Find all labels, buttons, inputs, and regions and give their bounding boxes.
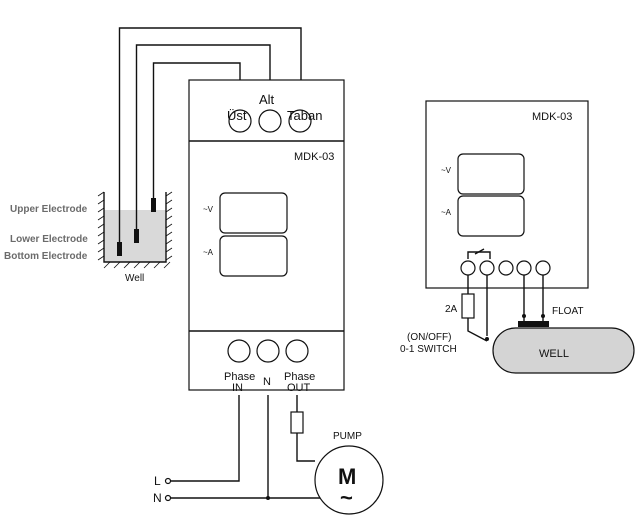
ust-label: Üst [227, 108, 247, 123]
right-terminal-2 [479, 260, 495, 276]
bottom-electrode-wire [118, 27, 302, 242]
voltage-display [219, 192, 288, 234]
neutral-supply-label: N [153, 491, 162, 505]
right-terminal-5 [535, 260, 551, 276]
taban-label: Taban [287, 108, 322, 123]
float-junction-right [541, 314, 545, 318]
right-current-label: ~A [441, 208, 452, 217]
right-well: WELL [492, 327, 635, 374]
top-terminal-2 [258, 109, 282, 133]
phase-in-label-line1: Phase [224, 371, 255, 383]
right-terminal-1 [460, 260, 476, 276]
upper-electrode-wire [152, 62, 241, 198]
line-wire [168, 395, 240, 482]
voltage-display-label: ~V [203, 205, 214, 214]
switch-label-line2: 0-1 SWITCH [400, 344, 457, 355]
right-well-shape [492, 327, 635, 374]
ac-symbol: ~ [340, 485, 353, 510]
lower-electrode-probe [134, 229, 139, 243]
neutral-terminal-point [164, 494, 172, 502]
neutral-label: N [263, 376, 271, 388]
pump-fuse [290, 411, 304, 434]
current-display [219, 235, 288, 277]
pump-label: PUMP [333, 431, 362, 442]
float-label: FLOAT [552, 306, 583, 317]
right-model-label: MDK-03 [532, 111, 572, 123]
alt-label: Alt [259, 92, 275, 107]
right-wiring: 2A (ON/OFF) 0-1 SWITCH FLOAT [400, 275, 583, 355]
float-junction-left [522, 314, 526, 318]
phase-out-label-line1: Phase [284, 371, 315, 383]
current-display-label: ~A [203, 248, 214, 257]
neutral-junction [266, 496, 270, 500]
neutral-terminal [256, 339, 280, 363]
right-fuse-label: 2A [445, 304, 458, 315]
lower-electrode-wire [135, 44, 271, 229]
lower-electrode-label: Lower Electrode [10, 234, 88, 245]
pump: PUMP M ~ [314, 431, 384, 515]
well-walls [103, 192, 167, 263]
phase-out-wire-b [296, 433, 315, 462]
pump-motor [314, 445, 384, 515]
well-label: Well [125, 273, 144, 284]
upper-electrode-label: Upper Electrode [10, 204, 88, 215]
bottom-electrode-probe [117, 242, 122, 256]
upper-electrode-probe [151, 198, 156, 212]
left-well: Upper Electrode Lower Electrode Bottom E… [4, 191, 173, 284]
line-terminal-point [164, 477, 172, 485]
right-fuse [461, 293, 475, 319]
phase-out-label-line2: OUT [287, 382, 311, 394]
phase-in-terminal [227, 339, 251, 363]
right-voltage-label: ~V [441, 166, 452, 175]
right-current-display [457, 195, 525, 237]
line-label: L [154, 474, 161, 488]
relay-contact-blade [474, 248, 485, 255]
switch-contact [485, 337, 489, 341]
right-terminal-4 [516, 260, 532, 276]
left-device: Alt Üst Taban MDK-03 ~V ~A Phase IN N Ph… [188, 79, 345, 394]
phase-out-terminal [285, 339, 309, 363]
right-device: MDK-03 ~V ~A [425, 100, 589, 289]
electrode-wires [118, 27, 302, 242]
switch-lever [467, 318, 488, 342]
supply-wiring: L N [153, 395, 348, 505]
phase-in-label-line2: IN [232, 382, 243, 394]
right-well-label: WELL [539, 348, 569, 360]
top-terminal-1 [228, 109, 252, 133]
float-sensor [518, 321, 549, 327]
right-voltage-display [457, 153, 525, 195]
switch-label-line1: (ON/OFF) [407, 332, 451, 343]
left-model-label: MDK-03 [294, 151, 334, 163]
well-hatching [97, 191, 173, 269]
top-terminal-3 [288, 109, 312, 133]
motor-symbol: M [338, 464, 356, 489]
right-terminal-3 [498, 260, 514, 276]
bottom-electrode-label: Bottom Electrode [4, 251, 88, 262]
